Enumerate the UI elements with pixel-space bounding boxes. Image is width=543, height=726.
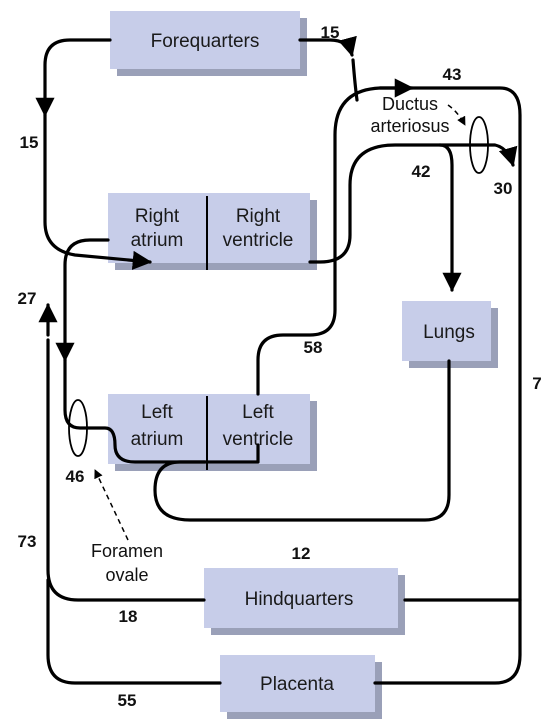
ductus-shunt-ellipse [469, 116, 489, 174]
foramen-label-1: Foramen [91, 541, 163, 561]
foramen-crossing-path [63, 358, 207, 464]
placenta-return-path [46, 578, 222, 685]
right-heart-box: Right atrium Right ventricle [108, 193, 317, 270]
flow-value-hindquarters-out: 12 [292, 544, 311, 563]
ductus-pointer [447, 104, 466, 126]
placenta-out-path [373, 598, 522, 685]
forequarters-label: Forequarters [151, 31, 260, 52]
svc-to-right-atrium-path [43, 113, 152, 270]
flow-value-aorta: 43 [443, 65, 462, 84]
left-atrium-label-1: Left [141, 402, 173, 423]
aortic-arch-to-forequarters-path [298, 35, 357, 57]
right-ventricle-label-1: Right [236, 206, 281, 227]
flow-value-ductus: 30 [494, 179, 513, 198]
right-ventricle-label-2: ventricle [223, 230, 294, 251]
flow-value-left-ventricle: 58 [304, 338, 323, 357]
left-ventricle-label-1: Left [242, 402, 274, 423]
foramen-label-2: ovale [105, 565, 148, 585]
flow-value-forequarters-return: 15 [20, 133, 39, 152]
aorta-to-forequarters-branch [351, 58, 359, 102]
pulmonary-trunk-path [308, 143, 462, 292]
lungs-box: Lungs [402, 301, 498, 368]
pulmonary-vein-path [153, 359, 451, 522]
flow-value-forequarters-out: 15 [321, 23, 340, 42]
aorta-main-path [256, 86, 522, 602]
lungs-label: Lungs [423, 322, 475, 343]
flow-value-ivc: 27 [18, 289, 37, 308]
left-heart-box: Left atrium Left ventricle [108, 394, 317, 471]
placenta-label: Placenta [260, 674, 334, 695]
forequarters-return-path [35, 38, 112, 117]
foramen-ovale-path [55, 238, 110, 362]
flow-value-pulmonary: 42 [412, 162, 431, 181]
left-atrium-label-2: atrium [131, 429, 184, 450]
right-atrium-label-1: Right [135, 206, 180, 227]
flow-value-placenta: 55 [118, 691, 137, 710]
left-ventricle-label-2: ventricle [223, 429, 294, 450]
forequarters-box: Forequarters [110, 11, 307, 76]
ductus-label-2: arteriosus [370, 116, 449, 136]
foramen-shunt-ellipse [68, 399, 88, 457]
hindquarters-box: Hindquarters [204, 568, 405, 635]
ductus-label-1: Ductus [382, 94, 438, 114]
flow-value-foramen: 46 [66, 467, 85, 486]
flow-value-hindquarters-return: 18 [119, 607, 138, 626]
ivc-lower-path [46, 338, 206, 602]
right-atrium-label-2: atrium [131, 230, 184, 251]
foramen-pointer [94, 469, 129, 541]
flow-value-ivc-total: 73 [18, 532, 37, 551]
ductus-arteriosus-path [438, 143, 518, 167]
flow-value-lungs: 7 [532, 374, 541, 393]
hindquarters-label: Hindquarters [245, 589, 354, 610]
placenta-box: Placenta [220, 655, 382, 719]
